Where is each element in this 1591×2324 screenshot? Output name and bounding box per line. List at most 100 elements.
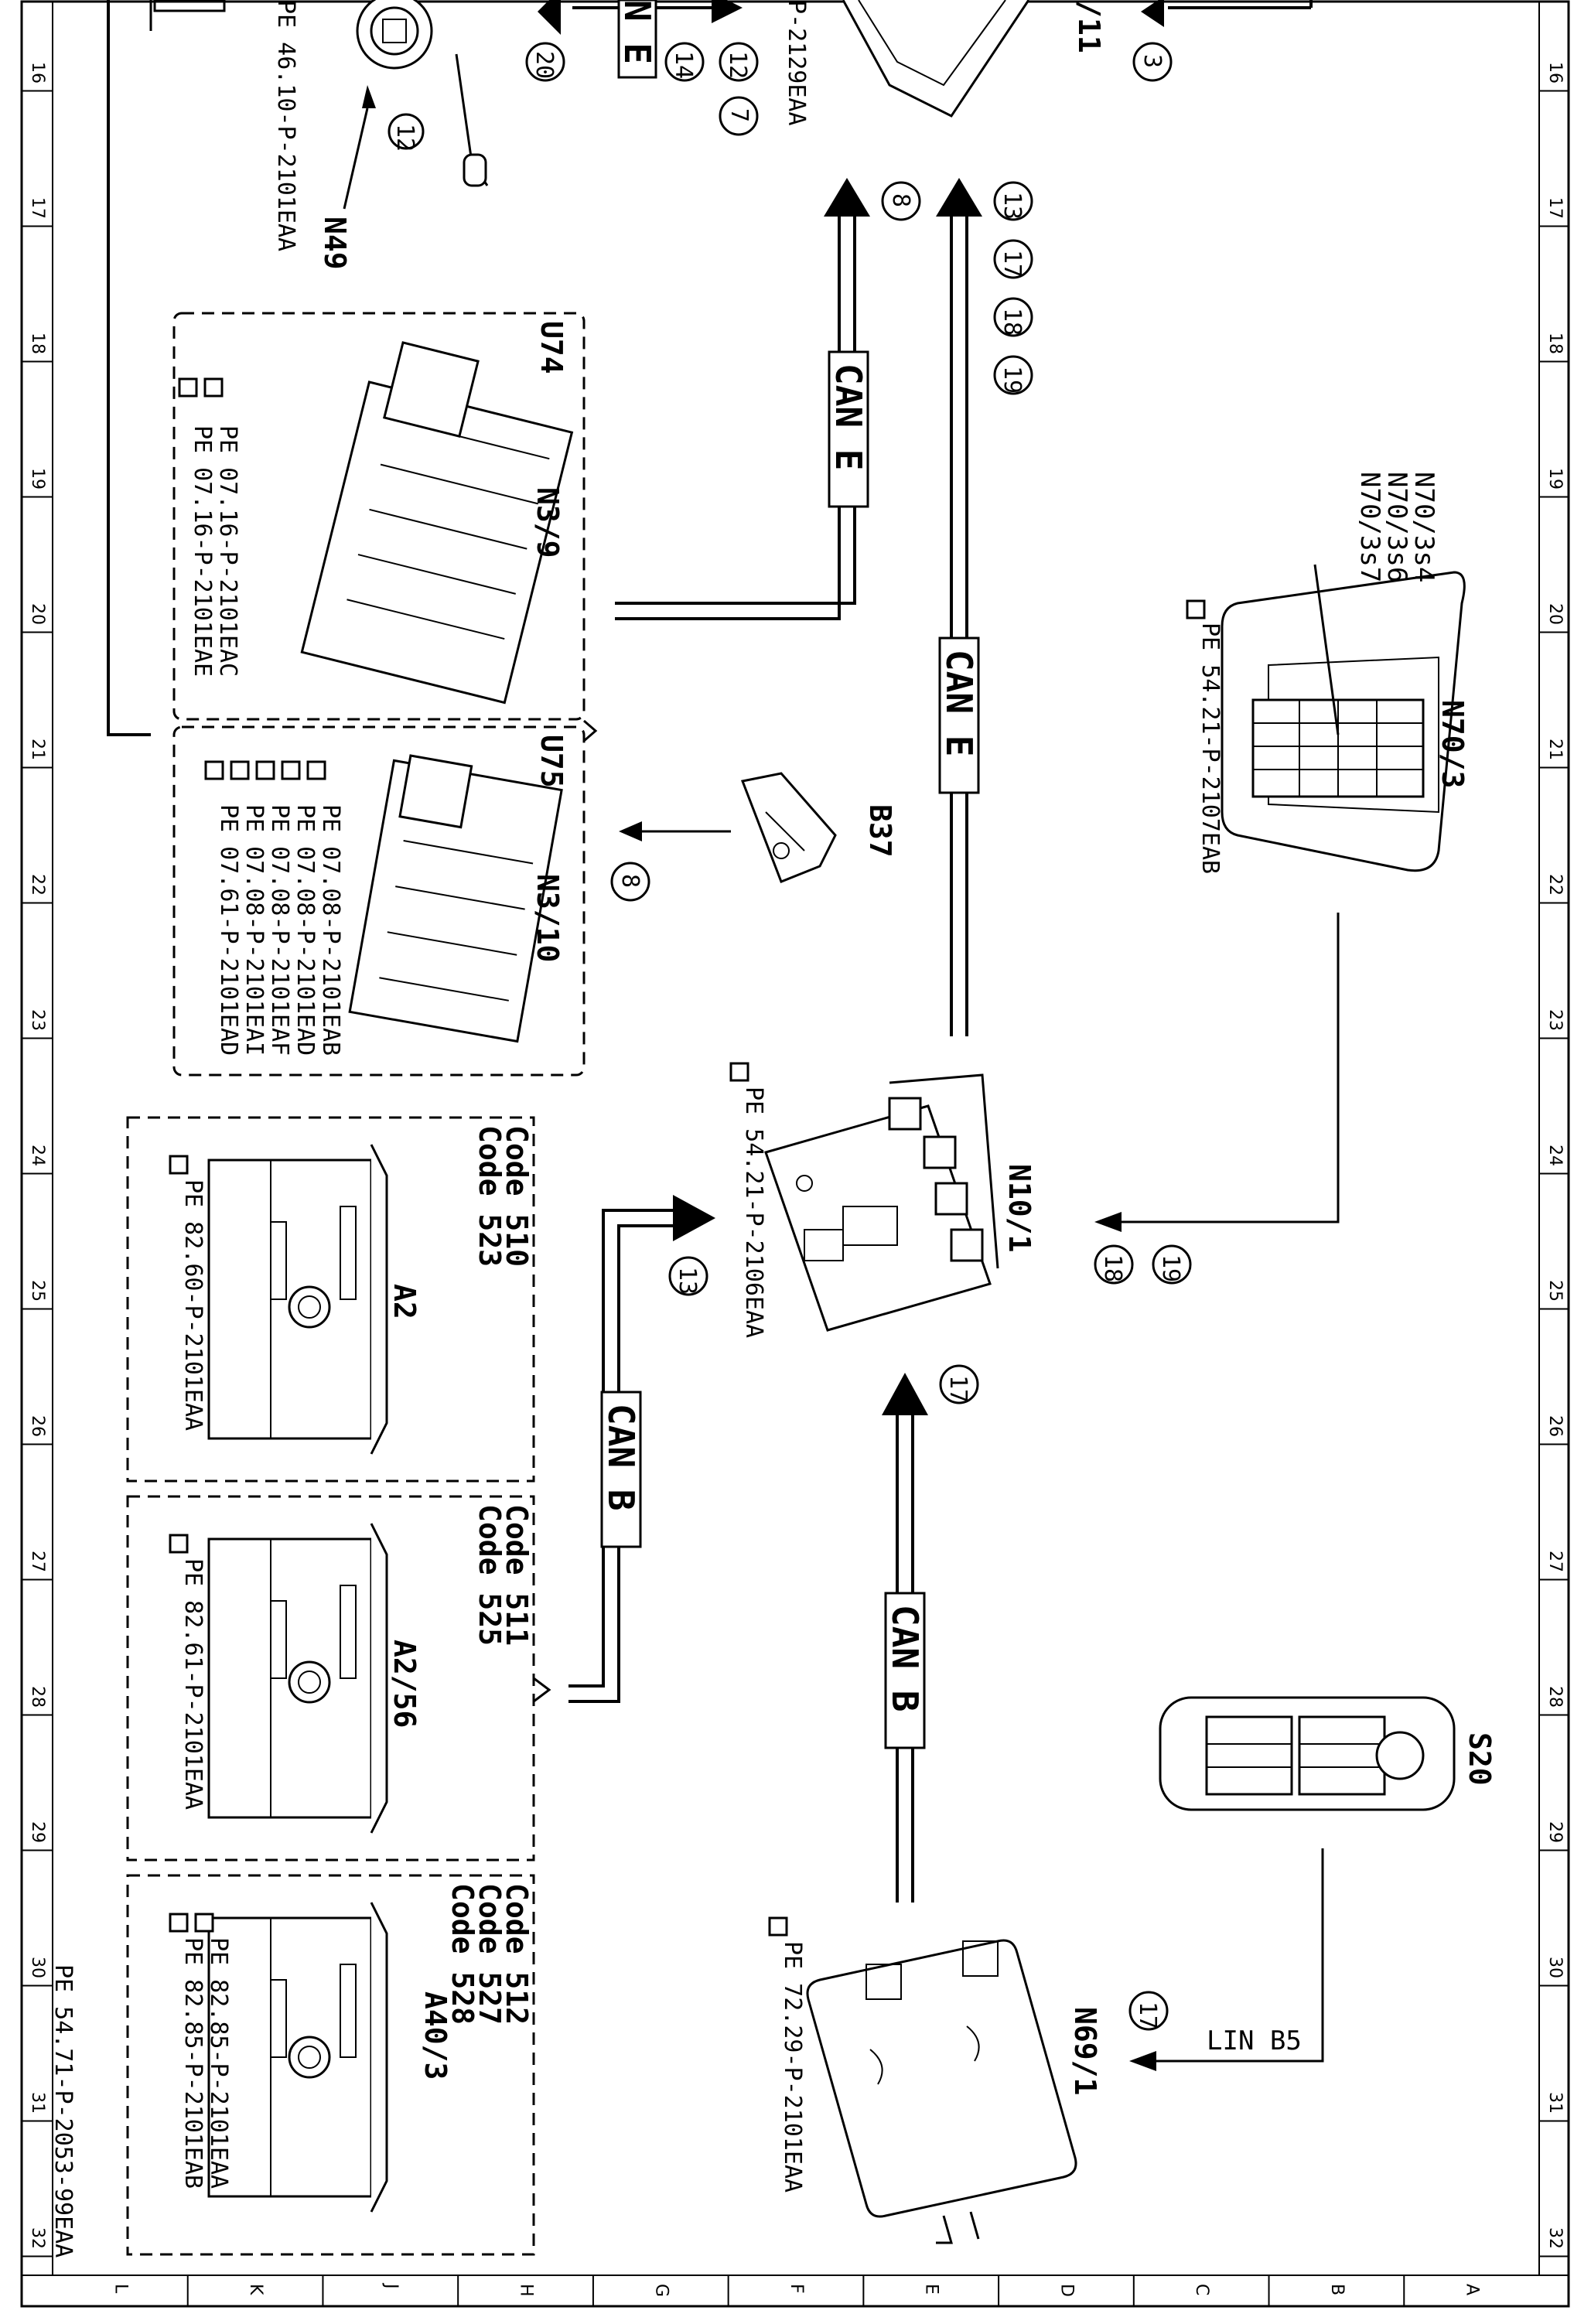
grid-row-left-29: 29 [28,1821,47,1843]
grid-col-F: F [787,2284,806,2294]
grid-row-left-31: 31 [28,2092,47,2114]
n70-3-ref: PE 54.21-P-2107EAB [1197,623,1224,874]
svg-text:PE 07.08-P-2101EAF: PE 07.08-P-2101EAF [266,804,293,1056]
grid-row-right-28: 28 [1545,1686,1565,1708]
u75-group: U75 N3/10 PE 07.08-P-2101EAB PE 07.08-P-… [172,725,586,1077]
n70-3-to-n10-1-wire [1122,913,1340,1223]
grid-row-left-32: 32 [28,2227,47,2249]
a2-56-group: Code 511 Code 525 A2/56 PE 82.61-P-2101E… [126,1495,535,1862]
n10-1-label: N10/1 [1002,1164,1036,1252]
u74-ref-icons [178,377,224,398]
svg-text:17: 17 [944,1375,971,1403]
grid-row-right-32: 32 [1545,2227,1565,2249]
n70-3-label: N70/3 [1436,700,1470,788]
n49-marker: 12 [391,124,418,152]
grid-row-right-20: 20 [1545,603,1565,625]
svg-text:PE 07.08-P-2101EAD: PE 07.08-P-2101EAD [292,804,319,1056]
svg-text:18: 18 [1099,1254,1126,1282]
n49-ref: PE 46.10-P-2101EAA [272,0,299,251]
svg-text:N70/3s6: N70/3s6 [1381,472,1412,582]
can-b-n10-label: CAN B [884,1605,926,1711]
u75-ref-icons [204,760,326,780]
can-b-a2-label: CAN B [600,1404,642,1510]
grid-row-right-27: 27 [1545,1551,1565,1572]
n3-10-ecu [348,754,563,1043]
n10-1-component: N10/1 PE 54.21-P-2106EAA [729,1062,1036,1338]
grid-row-left-16: 16 [28,62,47,84]
can-e-bus-2: CAN E 13 17 18 19 [936,178,1033,1036]
grid-col-A: A [1463,2284,1482,2295]
a2-group: Code 510 Code 523 A2 PE 82.60-P-2101EAA [126,1116,535,1483]
a2-brace [533,1677,551,1703]
a40-3-label: A40/3 [418,1991,452,2080]
svg-text:PE 07.61-P-2101EAD: PE 07.61-P-2101EAD [215,804,242,1056]
u74-u75-brace [583,719,598,742]
a2-unit [207,1144,388,1455]
n10-1-markers: 19 18 [1094,1244,1192,1285]
svg-text:PE 07.16-P-2101EAC: PE 07.16-P-2101EAC [214,425,241,677]
svg-text:7: 7 [726,108,753,122]
grid-row-left-25: 25 [28,1280,47,1302]
grid-row-right-19: 19 [1545,468,1565,490]
can-b-to-n10-1: CAN B 17 [882,1364,979,1903]
grid-row-right-30: 30 [1545,1957,1565,1978]
grid-col-C: C [1192,2284,1211,2295]
svg-text:18: 18 [999,308,1026,336]
n3-10-label: N3/10 [531,874,565,962]
top-partial-marker: 3 [1139,54,1166,68]
svg-text:12: 12 [724,51,751,79]
b37-label: B37 [863,804,897,858]
top-left-markers: 20 14 12 7 [525,42,759,136]
n3-9-label: N3/9 [531,487,565,558]
can-e-bus-1: CAN E 8 [615,178,921,620]
n49-label: N49 [318,217,352,270]
u74-refs: PE 07.16-P-2101EAC PE 07.16-P-2101EAE [189,425,241,677]
svg-text:Code 523: Code 523 [473,1125,507,1267]
grid-row-left-19: 19 [28,468,47,490]
svg-text:13: 13 [999,192,1026,220]
svg-text:Code 510: Code 510 [500,1125,534,1267]
top-partial-area: N49 PE 46.10-P-2101EAA 12 N E 20 14 12 7… [107,0,1313,736]
grid-col-L: L [111,2284,130,2294]
svg-text:PE 82.85-P-2101EAA: PE 82.85-P-2101EAA [205,1937,232,2189]
svg-text:PE 07.16-P-2101EAE: PE 07.16-P-2101EAE [189,425,216,677]
top-partial-ref: P-2129EAA [783,0,810,126]
svg-text:Code 525: Code 525 [473,1504,507,1646]
grid-row-right-24: 24 [1545,1145,1565,1166]
a40-3-group: Code 512 Code 527 Code 528 A40/3 PE 82.8… [126,1874,535,2256]
grid-col-B: B [1327,2284,1347,2295]
a2-ref: PE 82.60-P-2101EAA [179,1179,207,1431]
svg-text:PE 07.08-P-2101EAB: PE 07.08-P-2101EAB [317,804,344,1056]
grid-row-left-28: 28 [28,1686,47,1708]
svg-text:14: 14 [670,51,697,79]
grid-row-left-20: 20 [28,603,47,625]
lin-b5-label: LIN B5 [1207,2025,1302,2056]
svg-text:8: 8 [887,193,914,207]
n69-1-label: N69/1 [1068,2007,1102,2095]
a2-label: A2 [388,1284,422,1319]
grid-col-H: H [517,2284,536,2297]
svg-text:PE 82.85-P-2101EAB: PE 82.85-P-2101EAB [179,1937,207,2189]
can-e-bus-2-label: CAN E [938,650,980,756]
svg-text:19: 19 [1157,1254,1184,1282]
grid-row-left-26: 26 [28,1415,47,1437]
u75-refs: PE 07.08-P-2101EAB PE 07.08-P-2101EAD PE… [215,804,344,1056]
n70-3-component: N70/3 N70/3s4 N70/3s6 N70/3s7 PE 54.21-P… [1186,472,1470,874]
grid-row-left-18: 18 [28,333,47,354]
top-partial-label: /11 [1072,0,1106,53]
grid-row-right-18: 18 [1545,333,1565,354]
svg-text:17: 17 [999,250,1026,278]
can-e-bus-1-label: CAN E [828,363,869,470]
n70-3-switches: N70/3s4 N70/3s6 N70/3s7 [1354,472,1439,582]
n69-1-component: N69/1 17 PE 72.29-P-2101EAA [768,1916,1169,2244]
grid-col-E: E [922,2284,941,2295]
drawing-frame [20,0,1570,2308]
n69-1-ref: PE 72.29-P-2101EAA [779,1941,806,2193]
grid-row-right-23: 23 [1545,1009,1565,1031]
grid-row-left-22: 22 [28,874,47,896]
grid-row-left-27: 27 [28,1551,47,1572]
s20-label: S20 [1463,1732,1497,1786]
